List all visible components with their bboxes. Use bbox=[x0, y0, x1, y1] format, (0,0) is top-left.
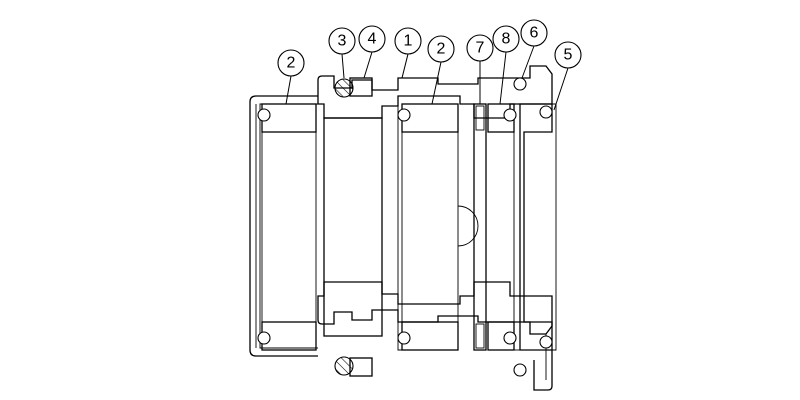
balls bbox=[257, 77, 553, 377]
callout-2-left-label: 2 bbox=[287, 55, 296, 72]
middle-bearing-ring-top bbox=[401, 103, 459, 133]
callout-7: 7 bbox=[466, 34, 494, 104]
left-bore bbox=[261, 131, 317, 323]
right-retainer bbox=[519, 103, 557, 391]
callout-3-label: 3 bbox=[338, 33, 347, 50]
seal-sleeve bbox=[473, 103, 487, 351]
housing-body-bottom bbox=[317, 281, 553, 335]
key-block-top bbox=[349, 77, 373, 97]
callout-4: 4 bbox=[358, 25, 386, 79]
left-bearing-ring-top bbox=[261, 103, 317, 133]
callout-5: 5 bbox=[553, 41, 582, 111]
callout-5-label: 5 bbox=[564, 47, 573, 64]
callout-4-label: 4 bbox=[368, 31, 377, 48]
right-bearing-ring bbox=[487, 103, 521, 351]
callout-2-left: 2 bbox=[277, 49, 305, 105]
middle-bore bbox=[397, 106, 479, 351]
callout-8-label: 8 bbox=[502, 31, 511, 48]
housing-body-top bbox=[317, 65, 553, 119]
left-end-cap bbox=[249, 95, 318, 357]
callout-6: 6 bbox=[520, 19, 548, 79]
callout-2-middle-label: 2 bbox=[437, 41, 446, 58]
callout-8: 8 bbox=[492, 25, 520, 105]
center-spacer bbox=[323, 117, 383, 337]
callout-3: 3 bbox=[328, 27, 356, 79]
callout-2-middle: 2 bbox=[427, 35, 455, 105]
key-block-bottom bbox=[349, 357, 373, 377]
callout-1-label: 1 bbox=[404, 33, 413, 50]
callout-6-label: 6 bbox=[530, 25, 539, 42]
middle-bearing-ring-bottom bbox=[401, 321, 459, 351]
callout-1: 1 bbox=[394, 27, 422, 79]
callout-7-label: 7 bbox=[476, 40, 485, 57]
